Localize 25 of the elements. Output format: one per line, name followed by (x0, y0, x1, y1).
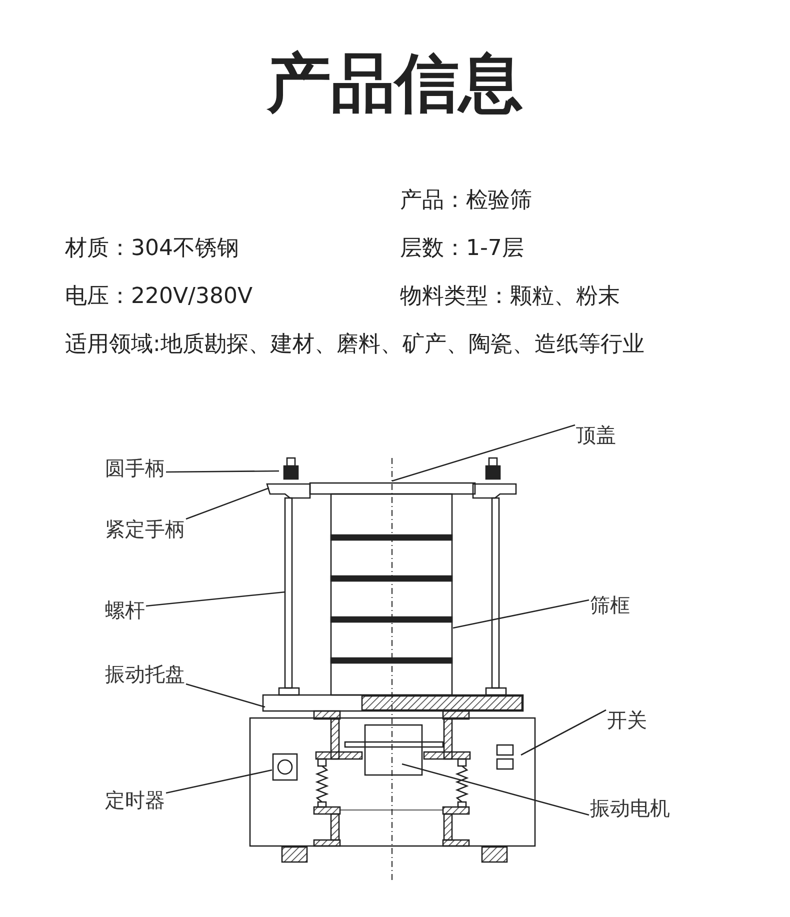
callout-label: 定时器 (105, 788, 165, 812)
spec-text: 电压：220V/380V (65, 283, 252, 311)
leader-line (186, 683, 266, 708)
spec-text: 物料类型：颗粒、粉末 (400, 283, 620, 311)
leader-line (402, 763, 590, 816)
callout-label: 筛框 (590, 593, 630, 617)
callout-label: 圆手柄 (105, 456, 165, 480)
leader-line (166, 769, 272, 794)
leader-line (452, 599, 590, 629)
spec-text: 材质：304不锈钢 (65, 235, 239, 263)
spec-text: 适用领域:地质勘探、建材、磨料、矿产、陶瓷、造纸等行业 (65, 331, 644, 359)
callout-label: 开关 (607, 708, 647, 732)
callout-label: 振动电机 (590, 796, 670, 820)
callout-label: 紧定手柄 (105, 517, 185, 541)
leader-line (166, 470, 279, 473)
callout-label: 顶盖 (576, 423, 616, 447)
callout-label: 振动托盘 (105, 662, 185, 686)
page-title: 产品信息 (266, 46, 524, 123)
leader-line (520, 709, 606, 756)
leader-line (146, 591, 286, 607)
leader-line (392, 424, 576, 482)
leader-line (186, 487, 270, 520)
spec-text: 产品：检验筛 (400, 187, 532, 215)
callout-label: 螺杆 (105, 598, 145, 622)
spec-text: 层数：1-7层 (400, 235, 524, 263)
